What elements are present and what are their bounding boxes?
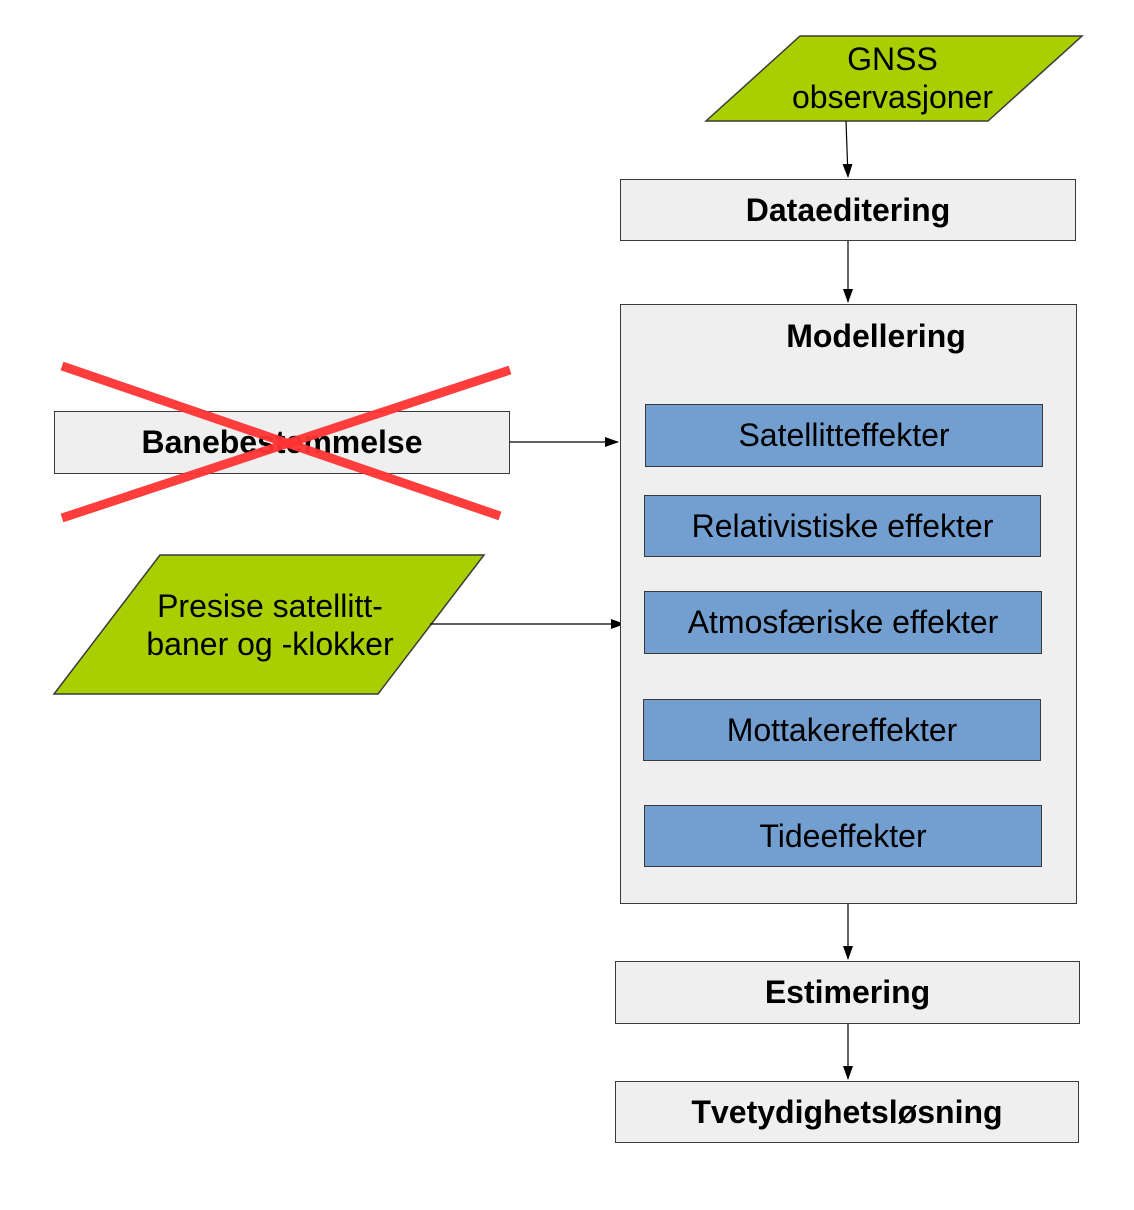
dataediting-label: Dataeditering (745, 191, 951, 228)
effect-relativistic-label: Relativistiske effekter (691, 507, 994, 544)
cross-stroke-2 (60, 365, 512, 523)
effect-receiver-label: Mottakereffekter (726, 711, 958, 748)
estimation-box: Estimering (615, 961, 1080, 1024)
precise-orbits-parallelogram (52, 554, 486, 695)
gnss-observations-label: GNSS observasjoner (792, 41, 993, 115)
effect-satellite-label: Satellitteffekter (738, 417, 950, 453)
modelling-title: Modellering (786, 318, 966, 354)
effect-relativistic-box: Relativistiske effekter (644, 495, 1041, 557)
estimation-label: Estimering (764, 974, 931, 1010)
dataediting-box: Dataeditering (620, 179, 1076, 241)
effect-receiver-box: Mottakereffekter (643, 699, 1041, 761)
effect-atmospheric-label: Atmosfæriske effekter (687, 604, 999, 640)
ambiguity-resolution-label: Tvetydighetsløsning (691, 1093, 1003, 1130)
precise-orbits-label: Presise satellitt- baner og -klokker (146, 588, 394, 662)
arrow-gnss-to-dataediting (842, 120, 853, 178)
ambiguity-resolution-box: Tvetydighetsløsning (615, 1081, 1079, 1143)
effect-tide-label: Tideeffekter (759, 817, 927, 854)
effect-satellite-box: Satellitteffekter (645, 404, 1043, 467)
effect-tide-box: Tideeffekter (644, 805, 1042, 867)
gnss-observations-parallelogram (704, 35, 1084, 122)
effect-atmospheric-box: Atmosfæriske effekter (644, 591, 1042, 654)
